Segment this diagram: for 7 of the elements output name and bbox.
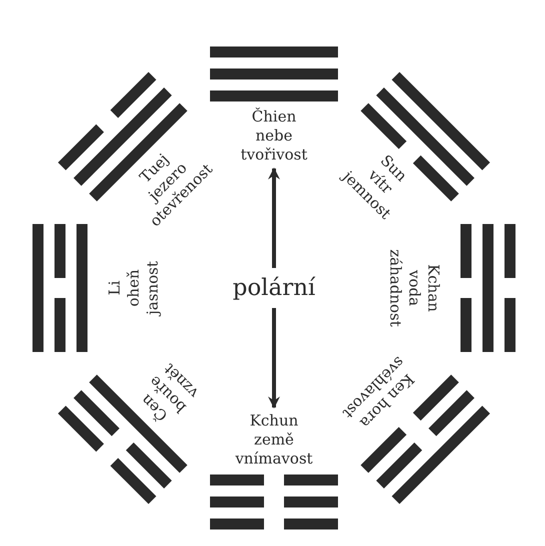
arrow [268,308,280,408]
trigram-label: Kchun země vnímavost [235,412,313,468]
trigram-label: Kchan voda záhadnost [386,249,442,327]
center-label: polární [232,274,316,302]
trigram-label: Li oheň jasnost [106,261,162,315]
trigram-label: Čhien nebe tvořivost [240,108,308,164]
arrow [268,168,280,268]
